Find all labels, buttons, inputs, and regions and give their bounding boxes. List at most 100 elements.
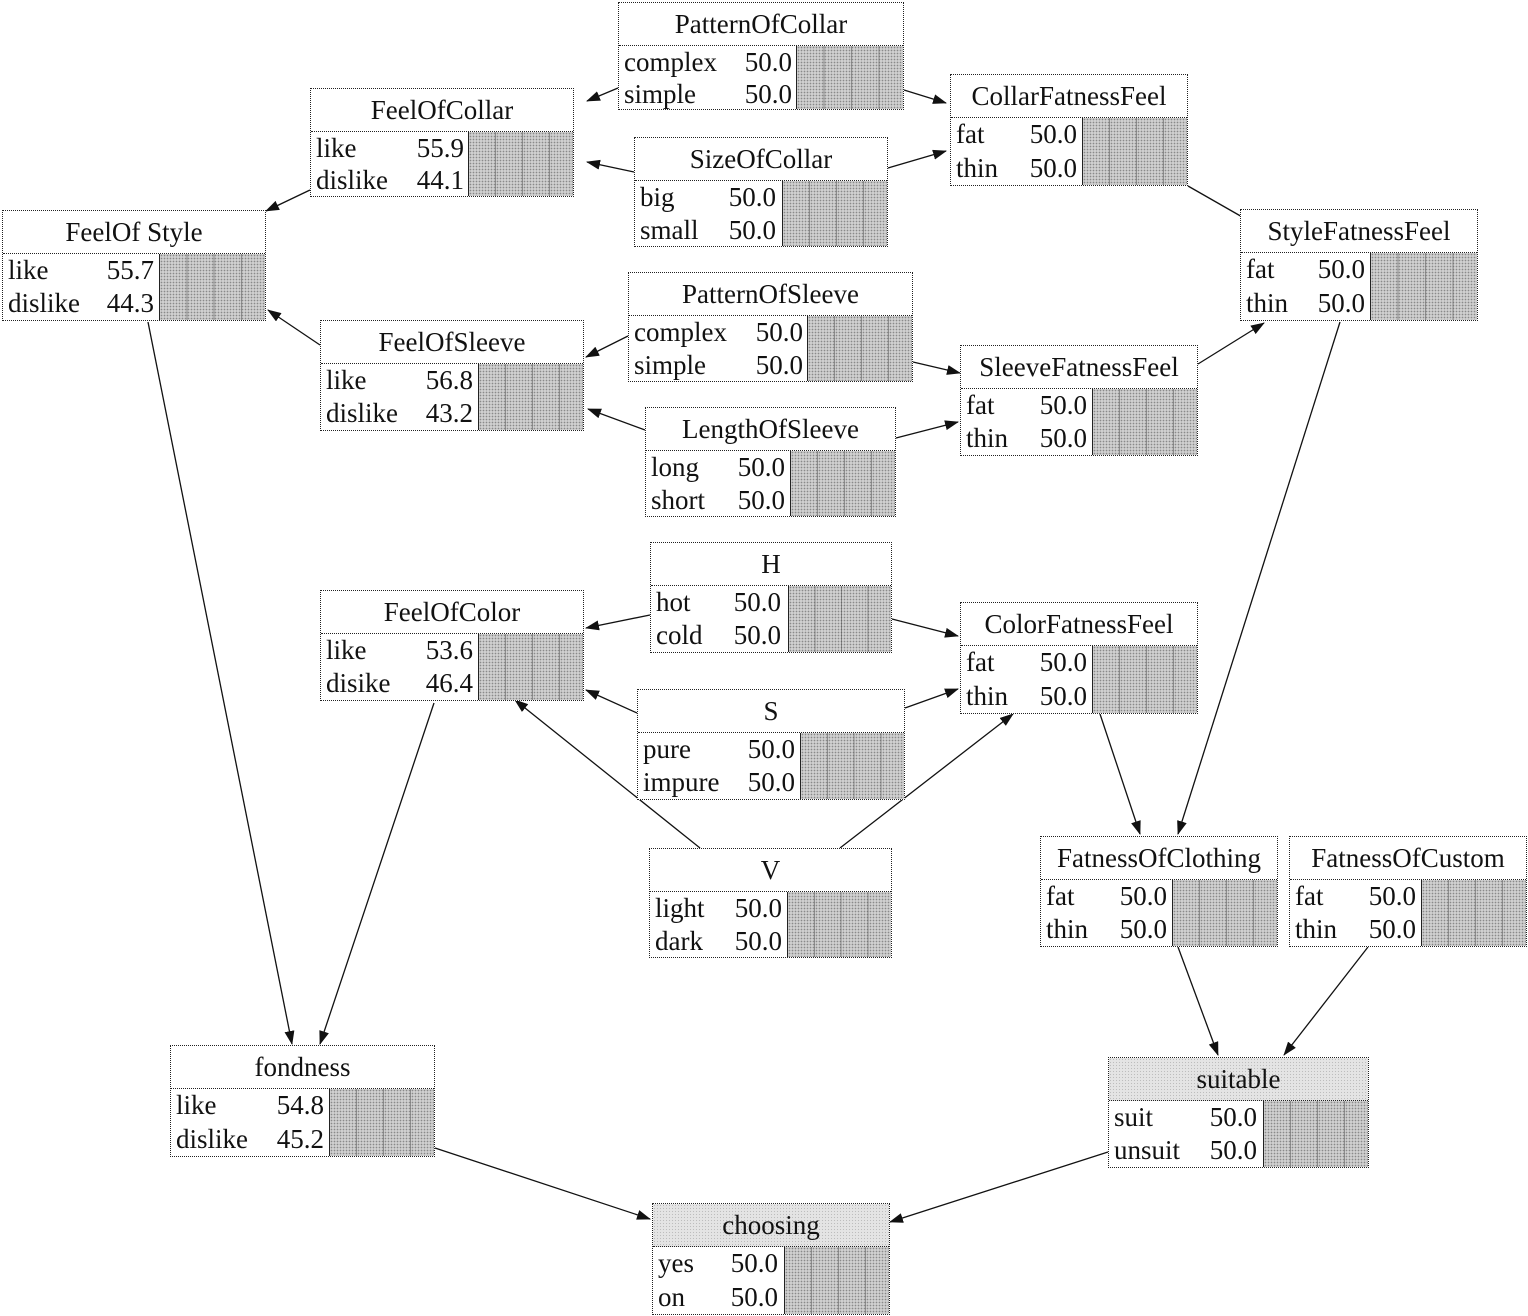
- edge-pattern-of-sleeve-to-sleeve-fatness-feel: [912, 361, 961, 375]
- node-title: S: [638, 690, 904, 733]
- belief-bars: [1421, 880, 1526, 946]
- edge-length-of-sleeve-to-sleeve-fatness-feel: [895, 420, 959, 439]
- state-label: fat: [1295, 881, 1324, 911]
- state-label: dislike: [326, 398, 398, 428]
- belief-bars: [784, 1247, 889, 1314]
- state-label: fat: [966, 390, 995, 420]
- state-label: small: [640, 214, 699, 245]
- edge-feel-of-color-to-fondness: [319, 702, 435, 1045]
- state-probability: 50.0: [747, 734, 795, 764]
- state-label: dislike: [316, 165, 388, 195]
- edge-style-fatness-feel-to-fatness-of-clothing: [1177, 321, 1341, 835]
- belief-bars: [796, 46, 903, 109]
- state-label: like: [326, 365, 367, 395]
- edge-pattern-of-collar-to-feel-of-collar: [586, 87, 619, 102]
- node-title: fondness: [171, 1046, 434, 1089]
- node-title: PatternOfSleeve: [629, 273, 912, 316]
- state-label: on: [658, 1281, 685, 1312]
- belief-bars: [1172, 880, 1277, 946]
- state-probability: 50.0: [733, 587, 781, 617]
- state-label: dark: [655, 925, 703, 956]
- state-label: big: [640, 182, 675, 212]
- belief-bars: [1092, 646, 1197, 713]
- node-title: ColorFatnessFeel: [961, 603, 1197, 646]
- state-probability: 50.0: [728, 182, 776, 212]
- state-label: yes: [658, 1248, 694, 1278]
- belief-bars: [807, 316, 912, 381]
- state-probability: 50.0: [733, 620, 781, 650]
- state-label: complex: [624, 47, 717, 77]
- belief-bars: [782, 181, 887, 246]
- edge-v-to-color-fatness-feel: [839, 713, 1014, 849]
- state-probability: 50.0: [1368, 881, 1416, 911]
- state-probability: 50.0: [1119, 881, 1167, 911]
- belief-bars: [800, 733, 904, 799]
- node-title: suitable: [1109, 1058, 1368, 1101]
- state-probability: 55.7: [106, 255, 154, 285]
- state-probability: 44.3: [106, 288, 154, 318]
- state-row-0: fat 50.0: [1290, 880, 1526, 913]
- state-row-0: fat 50.0: [961, 389, 1197, 422]
- state-probability: 54.8: [276, 1090, 324, 1120]
- state-probability: 50.0: [1317, 254, 1365, 284]
- edge-fatness-of-clothing-to-suitable: [1177, 946, 1219, 1056]
- state-row-0: like 55.7: [3, 254, 265, 287]
- state-probability: 55.9: [416, 133, 464, 163]
- edge-feel-of-sleeve-to-feel-of-style: [267, 309, 321, 346]
- state-label: fat: [966, 647, 995, 677]
- edge-fondness-to-choosing: [434, 1147, 651, 1220]
- node-title: FeelOf Style: [3, 211, 265, 254]
- edge-size-of-collar-to-collar-fatness-feel: [887, 149, 947, 169]
- state-probability: 53.6: [425, 635, 473, 665]
- state-label: like: [8, 255, 49, 285]
- state-label: suit: [1114, 1102, 1154, 1132]
- edge-pattern-of-collar-to-collar-fatness-feel: [903, 89, 947, 104]
- state-probability: 50.0: [1039, 390, 1087, 420]
- state-probability: 50.0: [755, 317, 803, 347]
- edge-pattern-of-sleeve-to-feel-of-sleeve: [585, 335, 629, 358]
- belief-bars: [468, 132, 573, 196]
- belief-bars: [478, 634, 583, 700]
- state-probability: 43.2: [425, 398, 473, 428]
